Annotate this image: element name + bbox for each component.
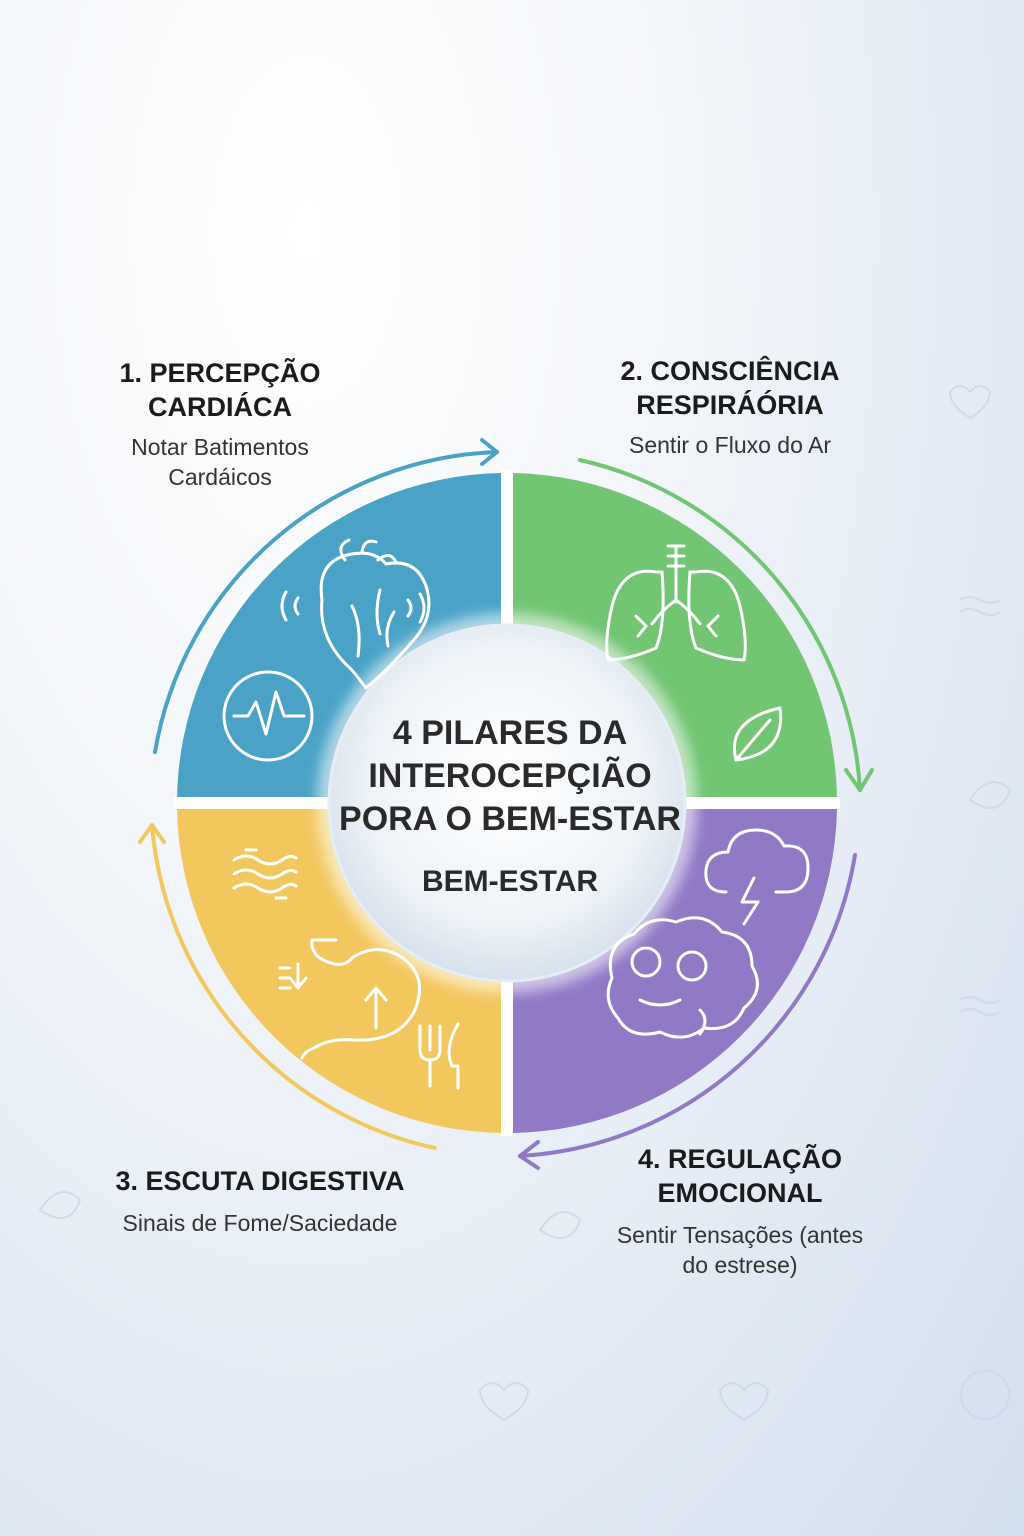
bg-leaf-icon bbox=[968, 781, 1012, 809]
arrow-emotional-to-digestive bbox=[518, 853, 857, 1158]
bg-heart-icon bbox=[948, 385, 992, 420]
pillar-1-title-line-1: 1. PERCEPÇÃO bbox=[119, 358, 321, 388]
pillar-2-title-line-2: RESPIRÁÓRIA bbox=[636, 390, 824, 420]
lungs-icon bbox=[605, 544, 747, 662]
bg-waves-icon bbox=[959, 596, 1001, 616]
storm-cloud-icon bbox=[704, 828, 810, 926]
center-disc bbox=[327, 623, 687, 983]
stomach-icon bbox=[278, 938, 422, 1060]
arrow-respiratory-to-emotional bbox=[578, 458, 862, 792]
brain-icon bbox=[606, 916, 759, 1039]
bg-waves-icon-2 bbox=[959, 996, 1001, 1016]
pillar-1-subtitle-line-1: Notar Batimentos bbox=[131, 434, 309, 460]
center-title: 4 PILARES DA INTEROCEPÇIÃO PORA O BEM-ES… bbox=[320, 712, 700, 841]
arrow-head-4 bbox=[518, 1140, 540, 1170]
pillar-1-title-line-2: CARDIÁCA bbox=[148, 392, 292, 422]
pillar-3-subtitle-line-1: Sinais de Fome/Saciedade bbox=[122, 1210, 398, 1236]
heart-icon bbox=[280, 538, 431, 690]
arrow-head-1 bbox=[480, 438, 499, 466]
center-title-line-1: 4 PILARES DA bbox=[392, 714, 628, 752]
waves-icon bbox=[232, 848, 298, 900]
pillar-1-subtitle-line-2: Cardáicos bbox=[168, 464, 272, 490]
bg-brain-icon bbox=[960, 1370, 1010, 1420]
pillar-2-subtitle-line-1: Sentir o Fluxo do Ar bbox=[629, 432, 831, 458]
pillar-4-subtitle-line-2: do estrese) bbox=[682, 1252, 798, 1278]
center-title-line-3: PORA O BEM-ESTAR bbox=[339, 800, 681, 838]
arrow-head-2 bbox=[844, 768, 874, 792]
pillar-4-title-line-2: EMOCIONAL bbox=[657, 1178, 823, 1208]
pillar-1-label: 1. PERCEPÇÃO CARDIÁCA Notar Batimentos C… bbox=[70, 356, 370, 492]
center-subtitle: BEM-ESTAR bbox=[421, 865, 599, 898]
pillar-4-label: 4. REGULAÇÃO EMOCIONAL Sentir Tensações … bbox=[580, 1142, 900, 1280]
cycle-arrows bbox=[138, 438, 874, 1170]
background-decorations bbox=[38, 385, 1012, 1422]
bg-leaf-icon-2 bbox=[538, 1211, 582, 1239]
pillar-4-title-line-1: 4. REGULAÇÃO bbox=[637, 1144, 843, 1174]
pillar-2-title-line-1: 2. CONSCIÊNCIA bbox=[620, 356, 840, 386]
leaf-icon bbox=[733, 706, 783, 762]
pillar-3-title-line-1: 3. ESCUTA DIGESTIVA bbox=[115, 1166, 405, 1196]
pulse-icon bbox=[222, 670, 314, 762]
arrow-digestive-to-cardiac bbox=[150, 823, 437, 1150]
bg-heart-icon-2 bbox=[478, 1382, 530, 1422]
bg-heart-icon-3 bbox=[718, 1382, 770, 1422]
center-title-line-2: INTEROCEPÇIÃO bbox=[368, 757, 652, 795]
arrow-cardiac-to-respiratory bbox=[153, 450, 499, 754]
fork-knife-icon bbox=[418, 1022, 460, 1090]
pillar-3-label: 3. ESCUTA DIGESTIVA Sinais de Fome/Sacie… bbox=[90, 1164, 430, 1238]
arrow-head-3 bbox=[138, 823, 166, 844]
pillar-4-subtitle-line-1: Sentir Tensações (antes bbox=[616, 1222, 864, 1248]
pillar-2-label: 2. CONSCIÊNCIA RESPIRÁÓRIA Sentir o Flux… bbox=[560, 354, 900, 460]
bg-leaf-icon-3 bbox=[38, 1191, 82, 1219]
